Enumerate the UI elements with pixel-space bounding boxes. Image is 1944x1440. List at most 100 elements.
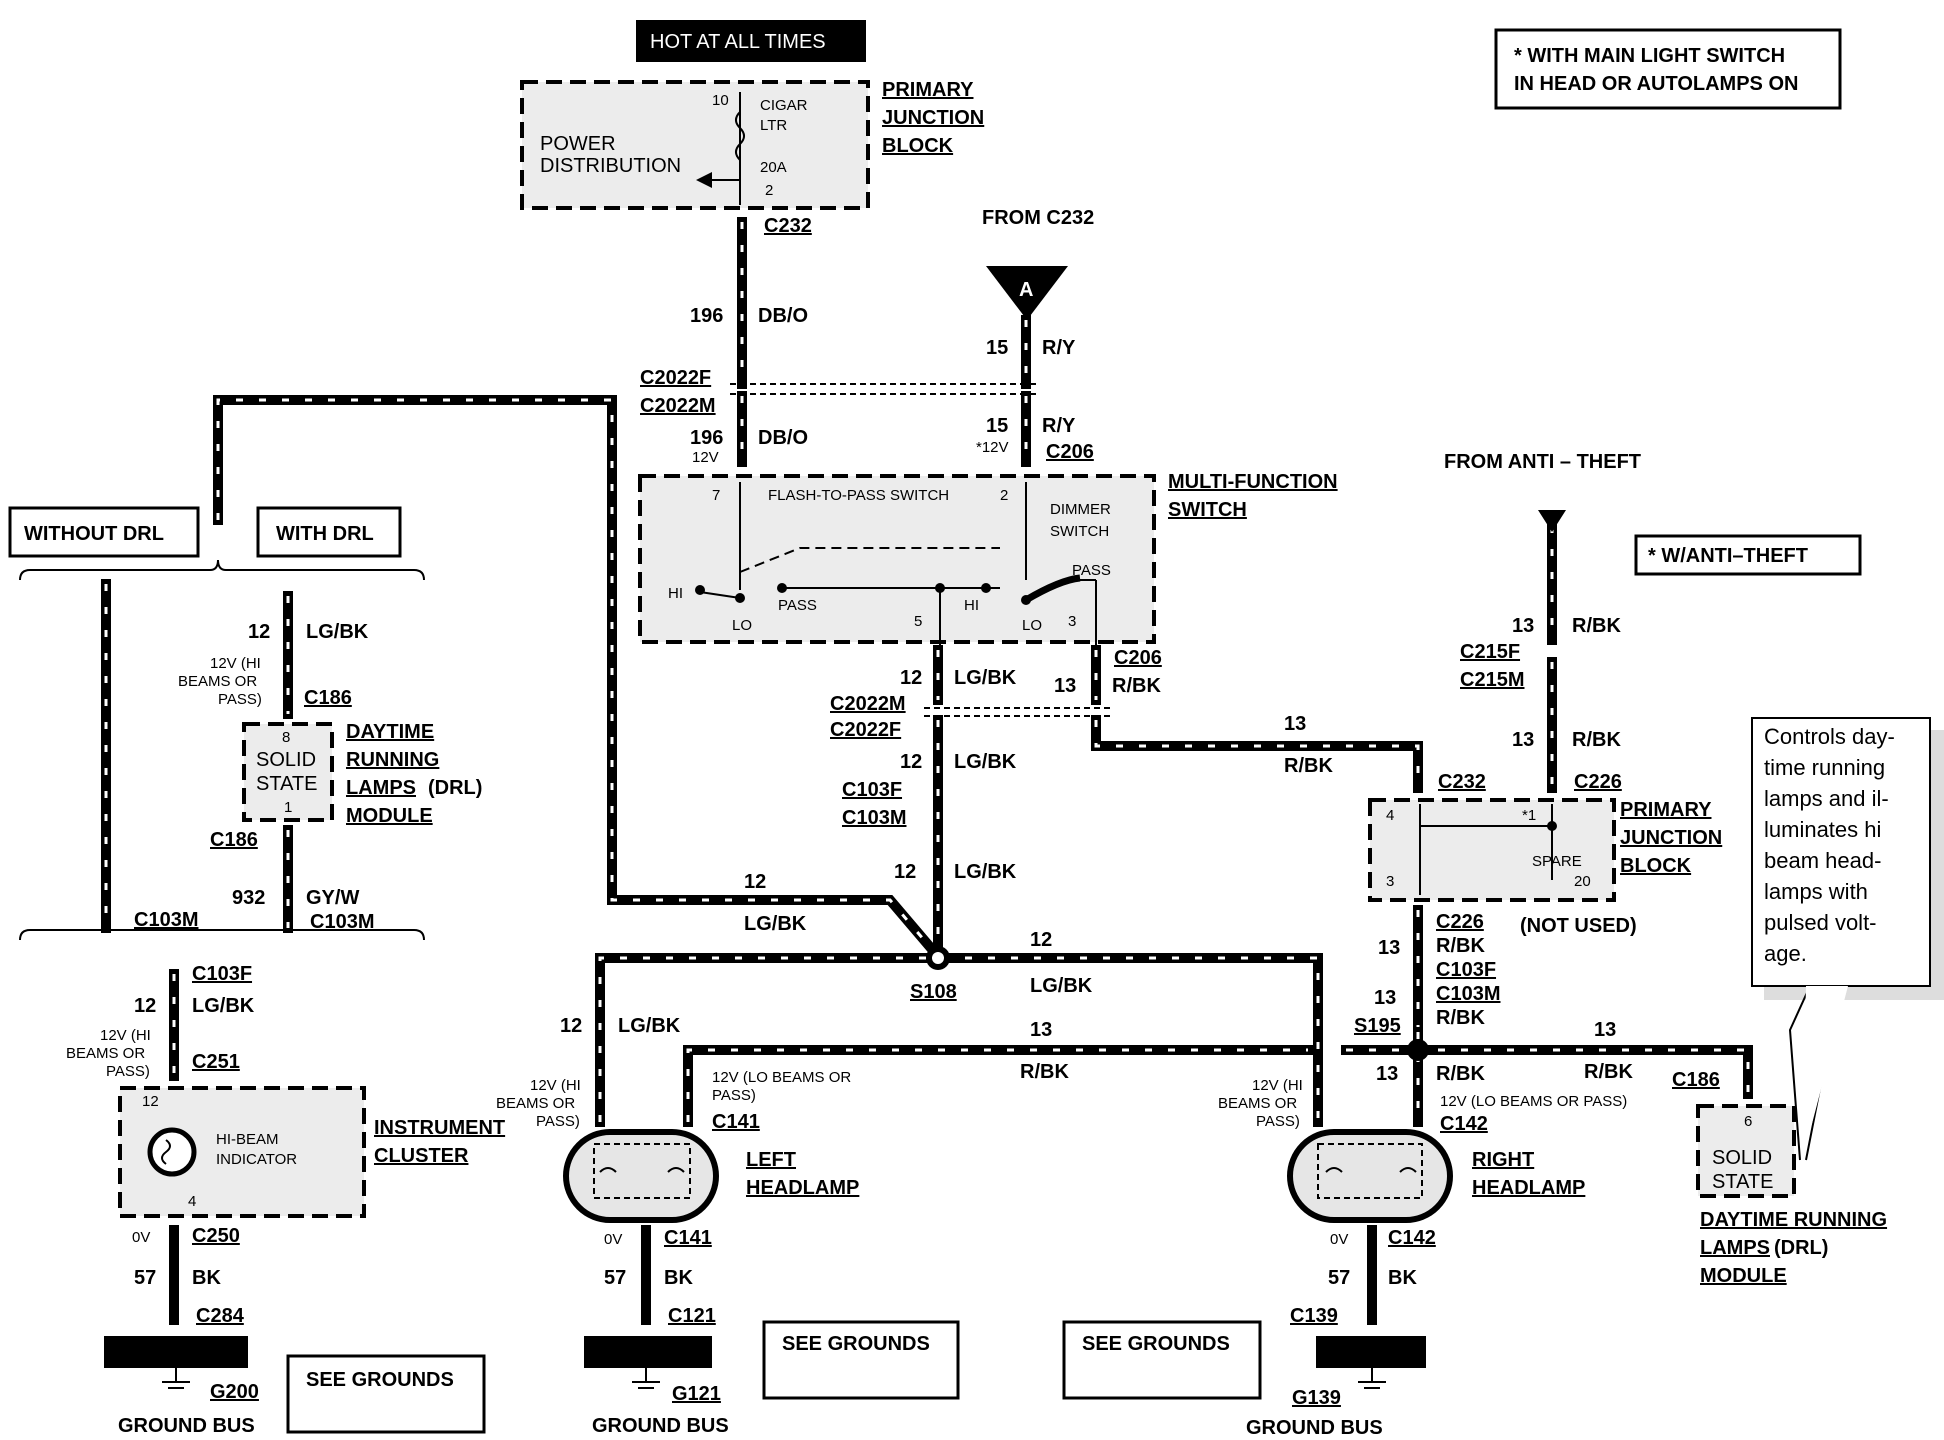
conn-s195: S195 xyxy=(1354,1015,1401,1037)
rh-volt-2: BEAMS OR xyxy=(1218,1095,1297,1112)
cluster-inner-2: INDICATOR xyxy=(216,1151,297,1168)
wire-13b-col: R/BK xyxy=(1284,755,1333,777)
pjb-right-label-3: BLOCK xyxy=(1620,855,1692,877)
callout-line-8: age. xyxy=(1764,941,1807,966)
ground-g121 xyxy=(584,1336,712,1389)
wire-13pjb2-num: 13 xyxy=(1374,987,1396,1009)
mfs-lo-2: LO xyxy=(1022,617,1042,634)
rh-volt-1: 12V (HI xyxy=(1252,1077,1303,1094)
pjb-right-pin-4: 4 xyxy=(1386,807,1394,824)
lh-volt-1: 12V (HI xyxy=(530,1077,581,1094)
lo-volt-1: 12V (LO BEAMS OR xyxy=(712,1069,851,1086)
wire-15b-num: 15 xyxy=(986,415,1008,437)
wire-13anti-col: R/BK xyxy=(1572,615,1621,637)
drl-module-left: 8 SOLID STATE 1 DAYTIME RUNNING LAMPS (D… xyxy=(242,721,482,827)
volt-0v-c: 0V xyxy=(1330,1231,1348,1248)
rh-volt-3: PASS) xyxy=(1256,1113,1300,1130)
wire-196-col: DB/O xyxy=(758,305,808,327)
wire-12lh-num: 12 xyxy=(560,1015,582,1037)
primary-junction-block-right: 4 *1 3 20 SPARE PRIMARY JUNCTION BLOCK xyxy=(1368,798,1722,902)
pjb-right-pin-20: 20 xyxy=(1574,873,1591,890)
ground-bus-1: GROUND BUS xyxy=(118,1415,255,1437)
ground-bus-2: GROUND BUS xyxy=(592,1415,729,1437)
wire-12b-num: 12 xyxy=(900,751,922,773)
ic-volt-1: 12V (HI xyxy=(100,1027,151,1044)
pjb-top-label-3: BLOCK xyxy=(882,135,954,157)
mfs-pin-5: 5 xyxy=(914,613,922,630)
pjb-top-label-1: PRIMARY xyxy=(882,79,974,101)
wire-13lo-col: R/BK xyxy=(1020,1061,1069,1083)
conn-c186-top: C186 xyxy=(304,687,352,709)
conn-c226-top: C226 xyxy=(1574,771,1622,793)
ic-volt-2: BEAMS OR xyxy=(66,1045,145,1062)
wire-13pjb2-col: R/BK xyxy=(1436,1007,1485,1029)
mfs-hi-1: HI xyxy=(668,585,683,602)
wire-13lo-num: 13 xyxy=(1030,1019,1052,1041)
wire-12ic-num: 12 xyxy=(134,995,156,1017)
wire-12loop-num: 12 xyxy=(744,871,766,893)
conn-c103m-a: C103M xyxy=(842,807,906,829)
with-drl-label: WITH DRL xyxy=(256,506,402,558)
drl-left-label-3: LAMPS xyxy=(346,777,416,799)
wires xyxy=(101,217,1753,1325)
wire-13anti2-col: R/BK xyxy=(1572,729,1621,751)
callout-line-3: lamps and il- xyxy=(1764,786,1889,811)
wire-12drl-col: LG/BK xyxy=(306,621,369,643)
mfs-hi-2: HI xyxy=(964,597,979,614)
not-used-label: (NOT USED) xyxy=(1520,915,1637,937)
wire-13rh-num: 13 xyxy=(1376,1063,1398,1085)
wire-15b-col: R/Y xyxy=(1042,415,1076,437)
wire-196b-num: 196 xyxy=(690,427,723,449)
callout-line-1: Controls day- xyxy=(1764,724,1895,749)
callout-line-7: pulsed volt- xyxy=(1764,910,1877,935)
pjb-top-inner-distribution: DISTRIBUTION xyxy=(540,155,681,177)
note-main-1: * WITH MAIN LIGHT SWITCH xyxy=(1514,45,1785,67)
conn-c284: C284 xyxy=(196,1305,245,1327)
drl-left-label-3b: (DRL) xyxy=(428,777,482,799)
callout-line-6: lamps with xyxy=(1764,879,1868,904)
conn-c2022f: C2022F xyxy=(640,367,711,389)
drl-volt-2: BEAMS OR xyxy=(178,673,257,690)
wire-932-col: GY/W xyxy=(306,887,359,909)
from-c232-label: FROM C232 xyxy=(982,207,1094,229)
pjb-right-label-1: PRIMARY xyxy=(1620,799,1712,821)
see-grounds-2-text: SEE GROUNDS xyxy=(782,1333,930,1355)
conn-c215f: C215F xyxy=(1460,641,1520,663)
callout-line-5: beam head- xyxy=(1764,848,1881,873)
instrument-cluster: HI-BEAM INDICATOR 12 4 INSTRUMENT CLUSTE… xyxy=(118,1086,505,1218)
wire-13anti-num: 13 xyxy=(1512,615,1534,637)
cluster-inner-1: HI-BEAM xyxy=(216,1131,279,1148)
fuse-label-1: CIGAR xyxy=(760,97,808,114)
conn-c206-top: C206 xyxy=(1046,441,1094,463)
ground-g200 xyxy=(104,1336,248,1389)
drl-right-inner-1: SOLID xyxy=(1712,1147,1772,1169)
drl-left-inner-1: SOLID xyxy=(256,749,316,771)
rlo-volt: 12V (LO BEAMS OR PASS) xyxy=(1440,1093,1627,1110)
wire-12c-col: LG/BK xyxy=(954,861,1017,883)
wire-13a-num: 13 xyxy=(1054,675,1076,697)
conn-c215m: C215M xyxy=(1460,669,1524,691)
conn-c142-top: C142 xyxy=(1440,1113,1488,1135)
wire-labels: 196 DB/O 196 DB/O 12V 15 R/Y 15 R/Y *12V… xyxy=(66,305,1633,1289)
drl-right-pin-6: 6 xyxy=(1744,1113,1752,1130)
multi-function-switch: FLASH-TO-PASS SWITCH DIMMER SWITCH HI LO… xyxy=(638,471,1338,650)
wire-12lh-col: LG/BK xyxy=(618,1015,681,1037)
with-drl-text: WITH DRL xyxy=(276,523,374,545)
wire-57a-col: BK xyxy=(192,1267,221,1289)
conn-c103f-b: C103F xyxy=(1436,959,1496,981)
left-headlamp-label-1: LEFT xyxy=(746,1149,796,1171)
drl-left-label-2: RUNNING xyxy=(346,749,439,771)
wire-13pjb-col: R/BK xyxy=(1436,935,1485,957)
wire-12b-col: LG/BK xyxy=(954,751,1017,773)
pjb-right-pin-1: *1 xyxy=(1522,807,1536,824)
fuse-amp: 20A xyxy=(760,159,787,176)
conn-c251: C251 xyxy=(192,1051,240,1073)
pjb-top-inner-power: POWER xyxy=(540,133,616,155)
conn-c250: C250 xyxy=(192,1225,240,1247)
wire-13b-num: 13 xyxy=(1284,713,1306,735)
conn-c103m-d: C103M xyxy=(310,911,374,933)
drl-left-inner-2: STATE xyxy=(256,773,317,795)
drl-volt-3: PASS) xyxy=(218,691,262,708)
wire-12a-col: LG/BK xyxy=(954,667,1017,689)
